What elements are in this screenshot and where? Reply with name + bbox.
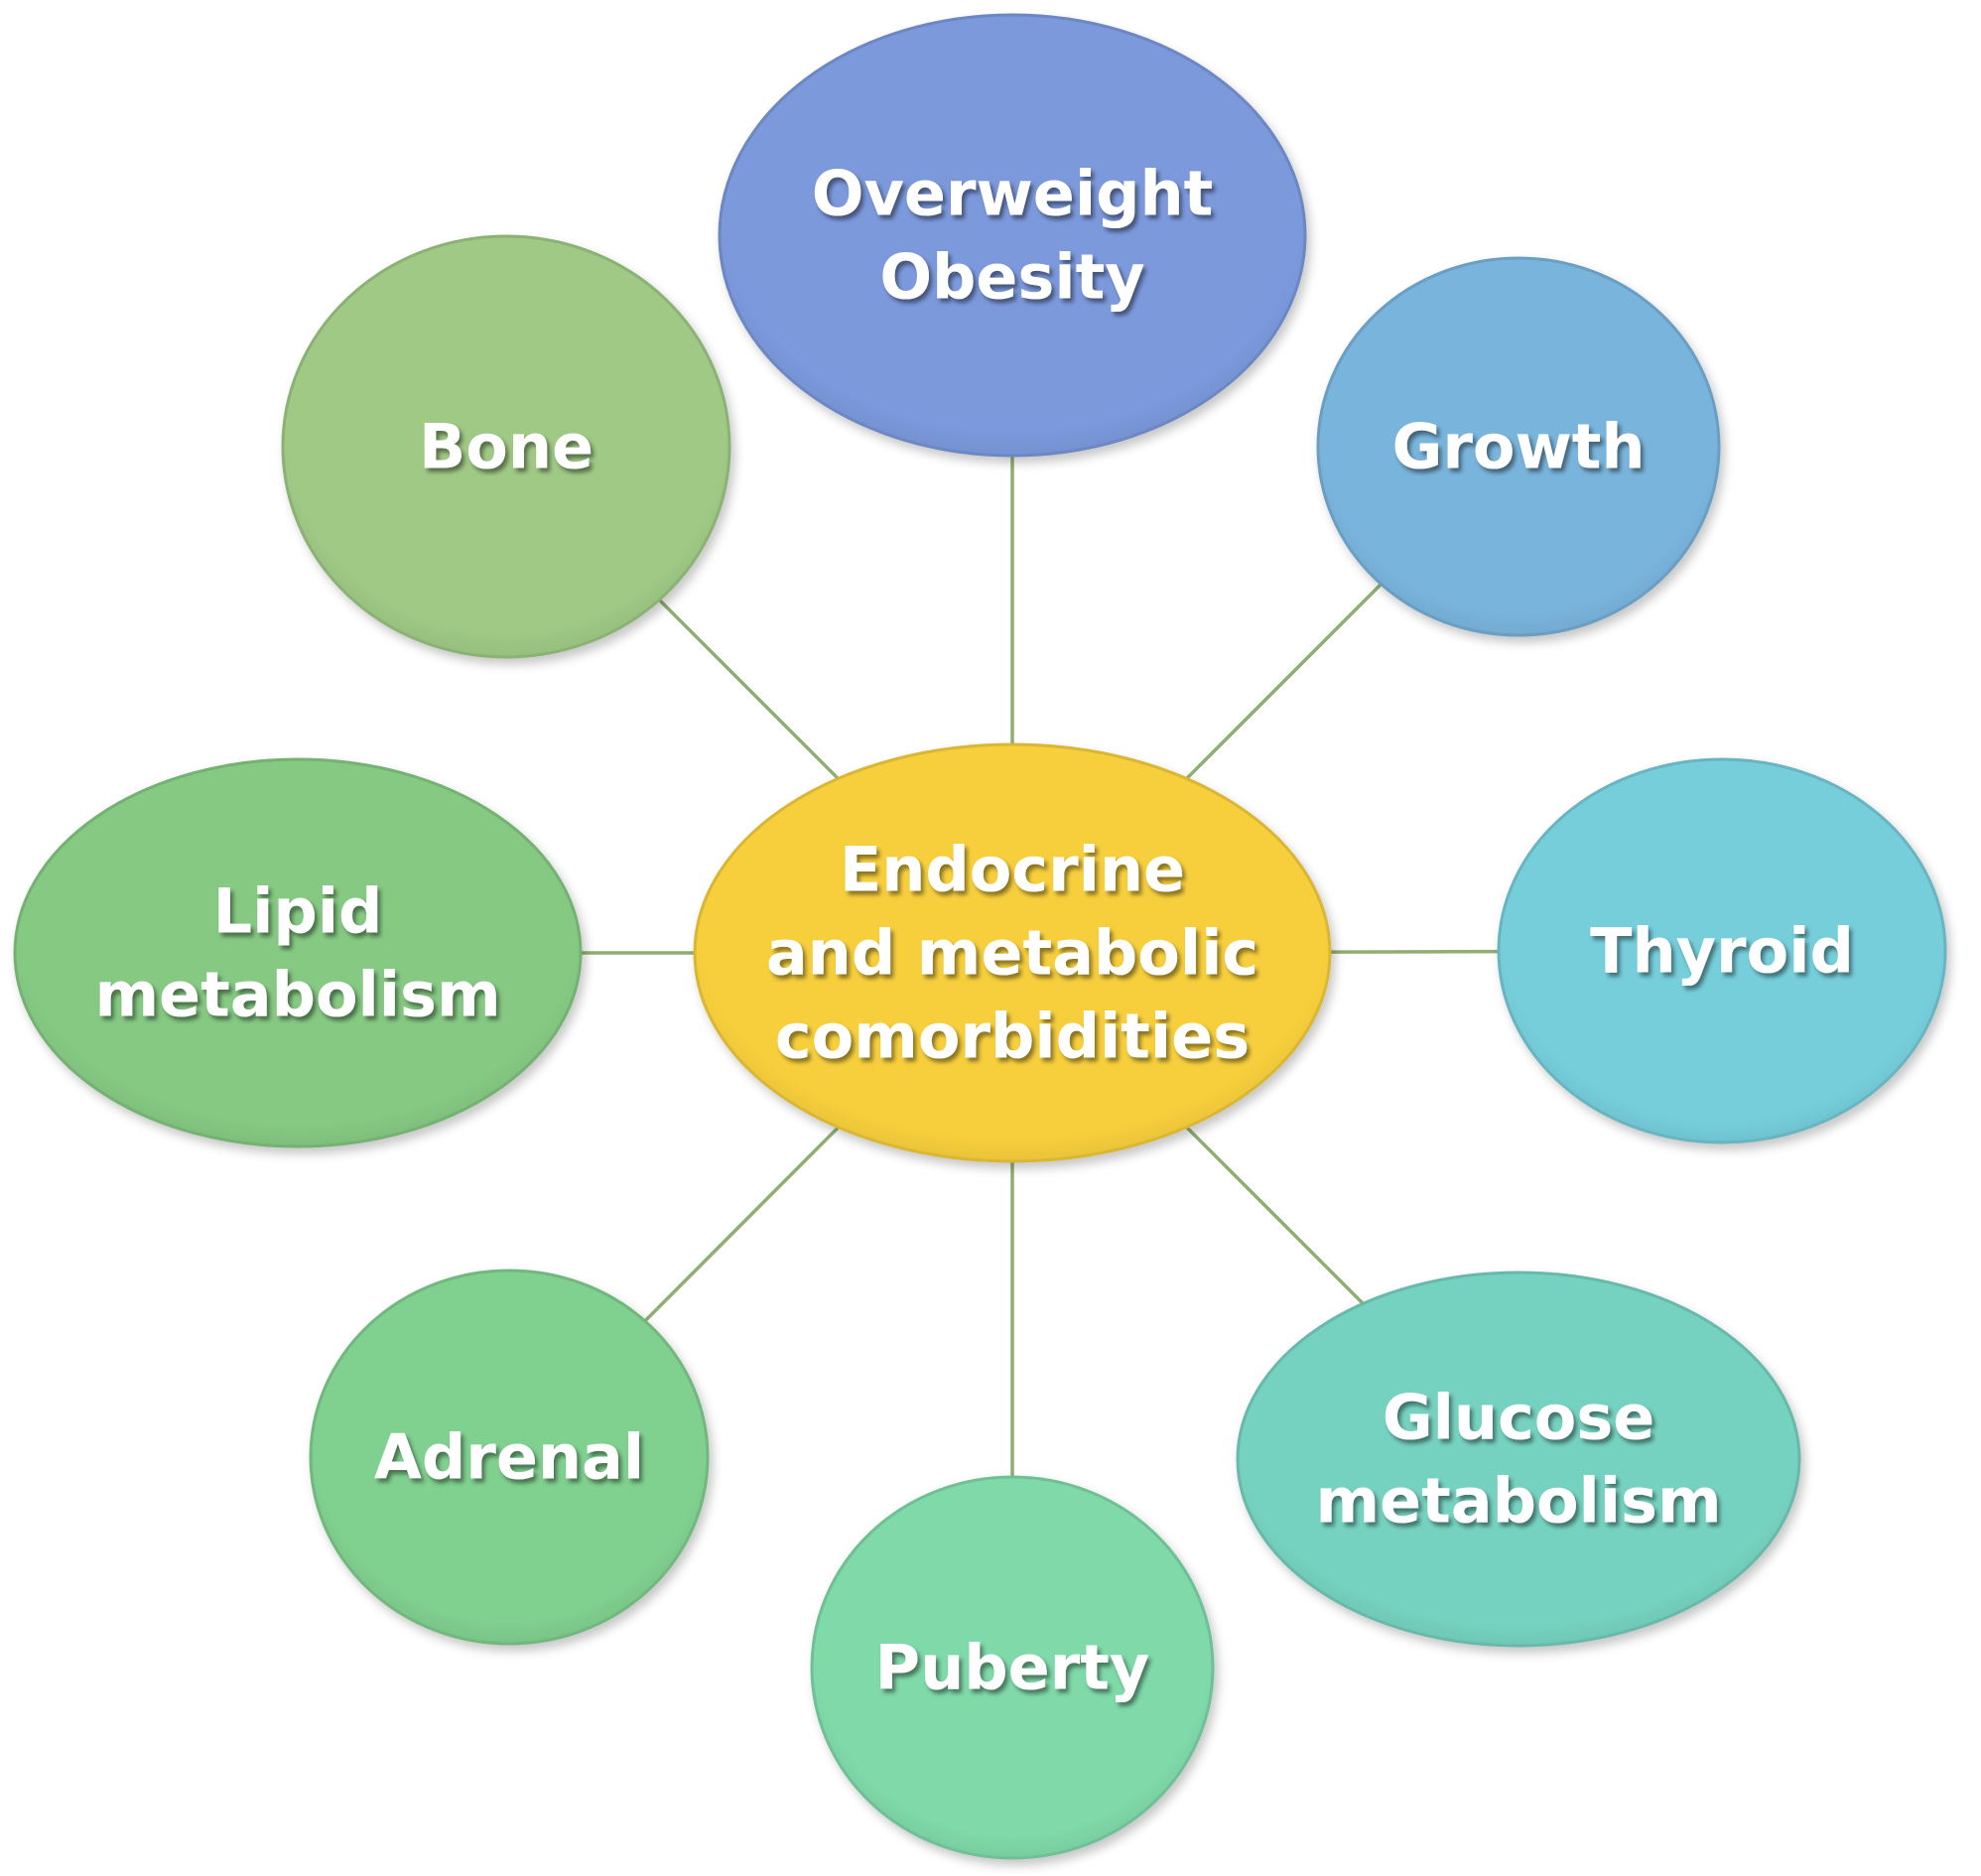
node-thyroid: Thyroid — [1497, 757, 1947, 1144]
node-adrenal-label-line: Adrenal — [374, 1421, 644, 1494]
connector-bone — [658, 599, 840, 780]
node-growth-ellipse — [1316, 256, 1721, 637]
node-glucose-metabolism-label-line: Glucose — [1383, 1382, 1655, 1454]
connector-adrenal — [643, 1126, 840, 1323]
node-lipid-metabolism-label-line: Lipid — [213, 875, 383, 948]
node-thyroid-ellipse — [1497, 757, 1947, 1144]
center-node: Endocrine and metabolic comorbidities — [693, 742, 1332, 1163]
node-bone-label-line: Bone — [419, 411, 594, 483]
node-lipid-metabolism-ellipse — [13, 757, 583, 1148]
node-lipid-metabolism-label-line: metabolism — [94, 959, 500, 1031]
connector-glucose-metabolism — [1185, 1126, 1365, 1305]
node-overweight-obesity-ellipse — [718, 13, 1307, 458]
center-node-label-line: Endocrine — [840, 834, 1185, 906]
node-glucose-metabolism-ellipse — [1236, 1271, 1801, 1648]
node-thyroid-label-line: Thyroid — [1590, 915, 1854, 988]
connectors — [581, 456, 1500, 1477]
connector-growth — [1185, 583, 1383, 780]
node-adrenal-ellipse — [309, 1269, 710, 1646]
node-puberty: Puberty — [810, 1475, 1215, 1860]
node-growth: Growth — [1316, 256, 1721, 637]
node-adrenal: Adrenal — [309, 1269, 710, 1646]
node-glucose-metabolism: Glucose metabolism — [1236, 1271, 1801, 1648]
node-puberty-ellipse — [810, 1475, 1215, 1860]
node-overweight-obesity-label-line: Overweight — [812, 158, 1213, 230]
node-lipid-metabolism: Lipid metabolism — [13, 757, 583, 1148]
node-overweight-obesity-label-line: Obesity — [879, 241, 1144, 314]
node-bone-ellipse — [281, 234, 731, 659]
node-growth-label-line: Growth — [1391, 411, 1645, 483]
node-glucose-metabolism-label-line: metabolism — [1315, 1465, 1721, 1538]
center-node-label-line: and metabolic — [766, 917, 1258, 990]
center-node-label-line: comorbidities — [775, 1001, 1250, 1073]
center-node-ellipse — [693, 742, 1332, 1163]
node-bone: Bone — [281, 234, 731, 659]
node-puberty-label-line: Puberty — [875, 1632, 1150, 1704]
